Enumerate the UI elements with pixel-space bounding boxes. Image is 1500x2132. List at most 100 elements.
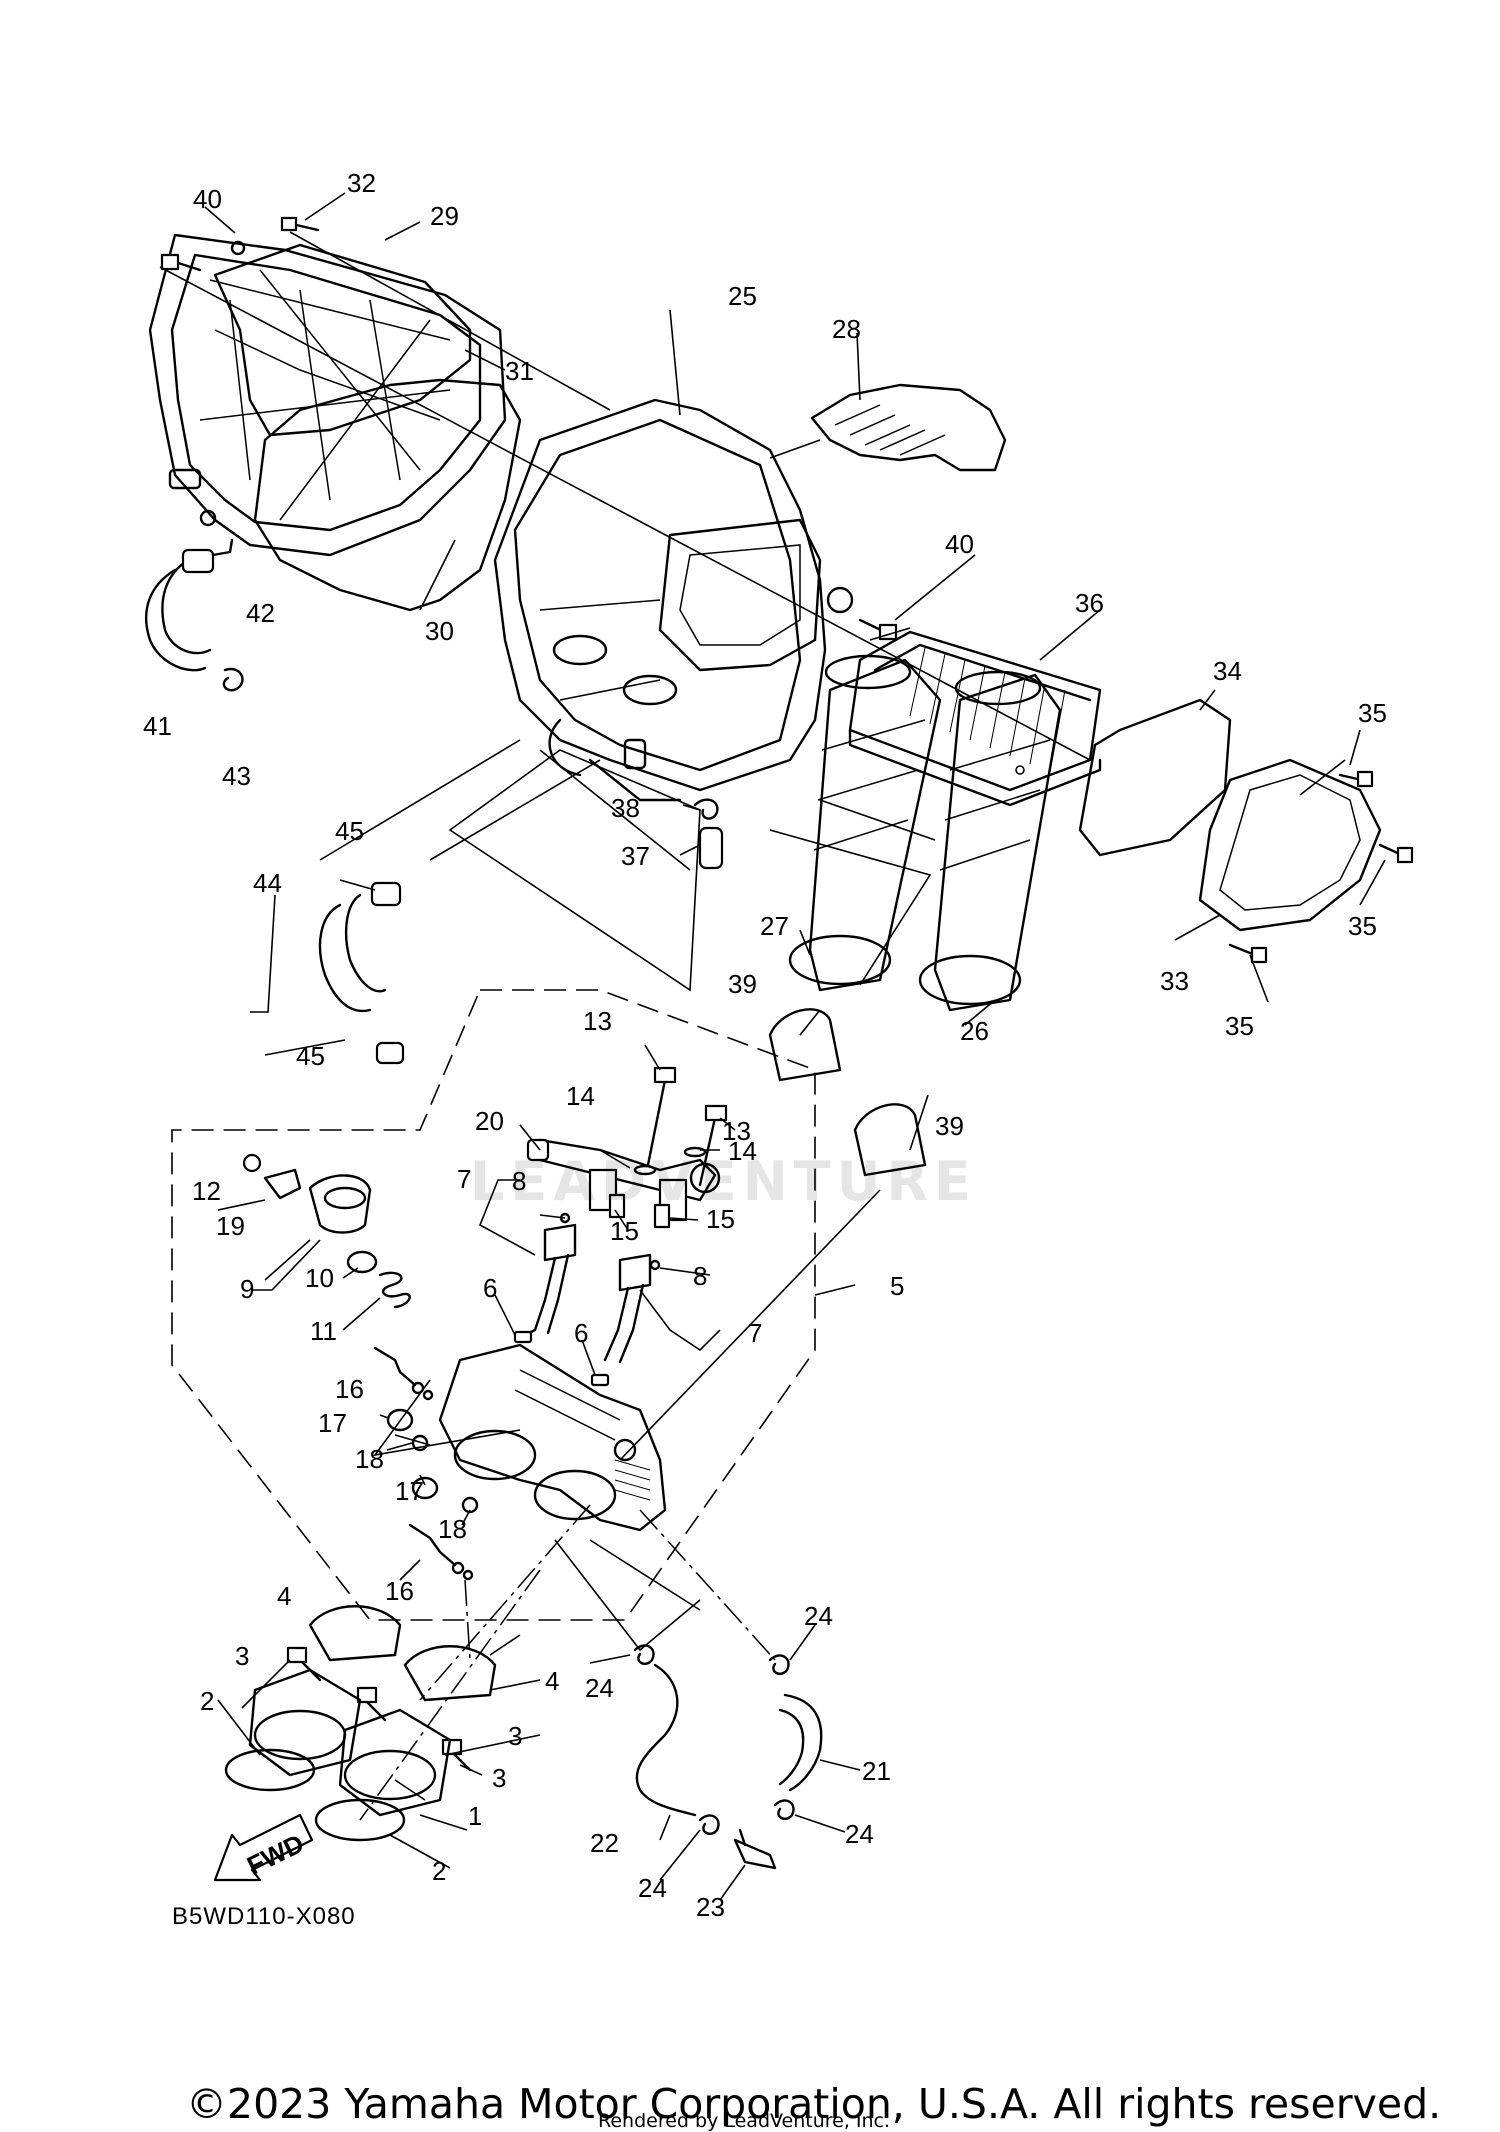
part-43-clip xyxy=(222,667,244,692)
callout-labels: 1 2 2 3 3 3 4 4 5 6 6 7 7 8 8 9 10 11 12… xyxy=(143,168,1387,1922)
part-23-fitting xyxy=(733,1828,777,1870)
part-22-hose xyxy=(635,1663,697,1817)
part-8-o-ring-b xyxy=(649,1259,661,1271)
callout-13: 13 xyxy=(583,1006,612,1036)
callout-3: 3 xyxy=(492,1763,506,1793)
callout-15: 15 xyxy=(610,1216,639,1246)
callout-17: 17 xyxy=(395,1476,424,1506)
part-26-velocity-stack xyxy=(918,670,1062,1012)
part-2-gasket-b xyxy=(314,1798,406,1842)
fwd-arrow-icon: FWD xyxy=(213,1813,314,1882)
callout-24: 24 xyxy=(804,1601,833,1631)
part-19-bracket xyxy=(263,1168,302,1200)
callout-33: 33 xyxy=(1160,966,1189,996)
callout-15: 15 xyxy=(706,1204,735,1234)
callout-10: 10 xyxy=(305,1263,334,1293)
part-3-bolt-b xyxy=(356,1686,387,1722)
part-39-clamp-a xyxy=(768,1008,842,1082)
part-28-intake-duct xyxy=(810,383,1007,472)
callout-6: 6 xyxy=(483,1273,497,1303)
callout-35: 35 xyxy=(1358,698,1387,728)
callout-11: 11 xyxy=(310,1316,337,1346)
part-40-bolt-upper xyxy=(160,253,202,272)
part-41-hose xyxy=(145,558,212,672)
part-10-o-ring xyxy=(346,1250,378,1274)
callout-7: 7 xyxy=(748,1318,762,1348)
callout-39: 39 xyxy=(935,1111,964,1141)
part-27-velocity-stack xyxy=(788,654,942,992)
callout-8: 8 xyxy=(512,1166,526,1196)
part-35-screw-b xyxy=(1378,843,1414,864)
callout-29: 29 xyxy=(430,201,459,231)
part-11-spring xyxy=(378,1271,411,1309)
part-44-hose xyxy=(318,893,387,1013)
callout-26: 26 xyxy=(960,1016,989,1046)
callout-40: 40 xyxy=(945,529,974,559)
part-16-screw-set-upper xyxy=(373,1346,434,1401)
part-39-clamp-b xyxy=(853,1103,927,1177)
callout-18: 18 xyxy=(438,1514,467,1544)
callout-16: 16 xyxy=(385,1576,414,1606)
part-6-seal-a xyxy=(513,1330,533,1344)
callout-12: 12 xyxy=(192,1176,221,1206)
callout-43: 43 xyxy=(222,761,251,791)
callout-25: 25 xyxy=(728,281,757,311)
part-2-gasket-a xyxy=(224,1748,316,1792)
part-35-screw-a xyxy=(1338,770,1374,788)
callout-4: 4 xyxy=(545,1666,559,1696)
part-25-airbox xyxy=(493,398,854,802)
callout-27: 27 xyxy=(760,911,789,941)
callout-23: 23 xyxy=(696,1892,725,1922)
callout-16: 16 xyxy=(335,1374,364,1404)
callout-5: 5 xyxy=(890,1271,904,1301)
part-24-clip-b xyxy=(768,1654,790,1675)
part-42-clamp xyxy=(181,538,234,574)
callout-20: 20 xyxy=(475,1106,504,1136)
leader-lines xyxy=(204,192,1386,1901)
callout-9: 9 xyxy=(240,1274,254,1304)
part-35-screw-c xyxy=(1228,943,1268,964)
part-14-o-ring-b xyxy=(683,1146,707,1158)
part-34-filter-seal xyxy=(1078,698,1232,857)
part-13-bolt-b xyxy=(698,1104,728,1187)
callout-4: 4 xyxy=(277,1581,291,1611)
copyright-notice: ©2023 Yamaha Motor Corporation, U.S.A. A… xyxy=(186,2080,1442,2128)
part-6-seal-b xyxy=(590,1373,610,1387)
callout-28: 28 xyxy=(832,314,861,344)
part-18-o-ring-upper xyxy=(411,1434,429,1452)
callout-24: 24 xyxy=(585,1673,614,1703)
part-18-o-ring-lower xyxy=(461,1496,479,1514)
part-7-injector-b xyxy=(603,1253,652,1364)
watermark: LEADVENTURE xyxy=(470,1150,977,1213)
part-45-clamp-upper xyxy=(370,881,402,907)
callout-35: 35 xyxy=(1348,911,1377,941)
part-17-cap-upper xyxy=(386,1408,414,1432)
callout-36: 36 xyxy=(1075,588,1104,618)
callout-14: 14 xyxy=(728,1136,757,1166)
part-38-clip xyxy=(693,798,719,820)
part-1-throttle-body xyxy=(438,1343,667,1532)
callout-8: 8 xyxy=(693,1261,707,1291)
part-17-cap-lower xyxy=(411,1476,439,1500)
part-24-clip-c xyxy=(698,1814,720,1835)
part-1-intake-joint xyxy=(248,1668,452,1817)
callout-3: 3 xyxy=(235,1641,249,1671)
callout-13: 13 xyxy=(722,1116,751,1146)
callout-42: 42 xyxy=(246,598,275,628)
part-9-sensor xyxy=(308,1174,372,1234)
rendered-by-credit: Rendered by LeadVenture, Inc. xyxy=(598,2110,891,2132)
part-24-clip-d xyxy=(773,1799,795,1820)
callout-34: 34 xyxy=(1213,656,1242,686)
diagram-code: B5WD110-X080 xyxy=(172,1903,356,1930)
callout-39: 39 xyxy=(728,969,757,999)
callout-1: 1 xyxy=(468,1801,482,1831)
callout-6: 6 xyxy=(574,1318,588,1348)
callout-35: 35 xyxy=(1225,1011,1254,1041)
part-5-throttle-body-group-outline xyxy=(171,989,816,1621)
callout-3: 3 xyxy=(508,1721,522,1751)
callout-40: 40 xyxy=(193,184,222,214)
part-37-drain-cap xyxy=(698,826,724,870)
part-40-bolt-right xyxy=(858,618,898,641)
callout-14: 14 xyxy=(566,1081,595,1111)
part-30-seal xyxy=(253,378,522,612)
